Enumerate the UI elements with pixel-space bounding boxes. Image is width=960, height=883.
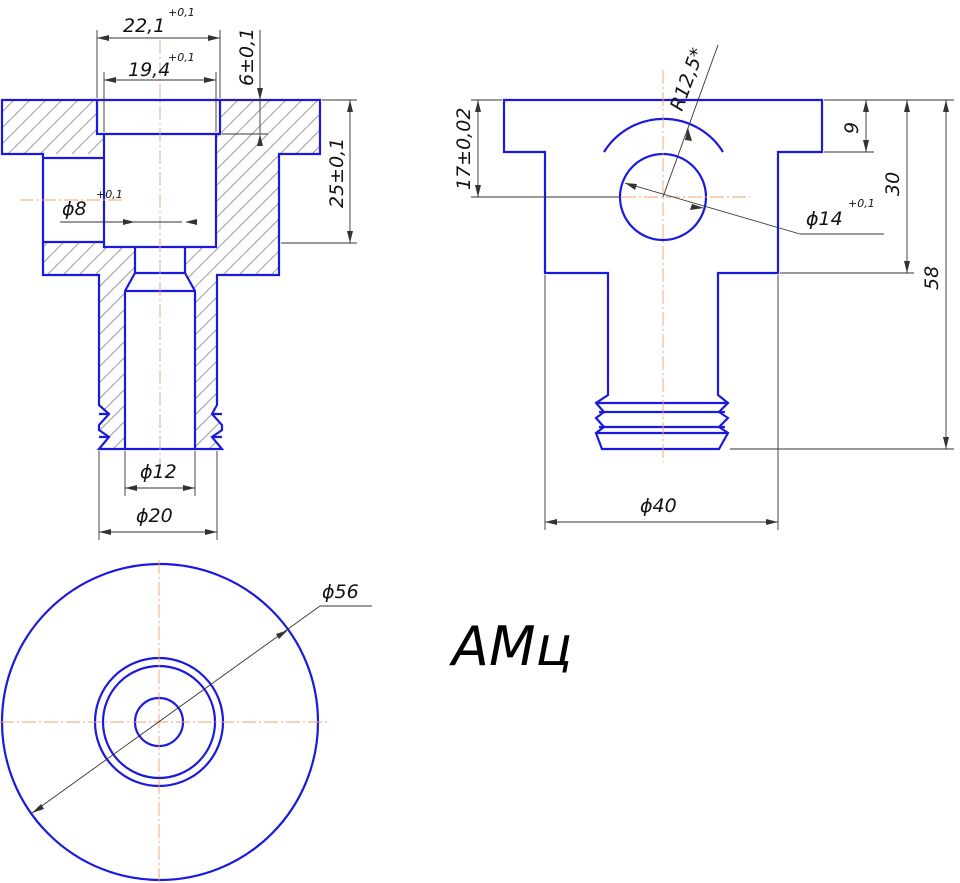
hatch-line [732, 0, 960, 470]
hatch-line [716, 0, 960, 470]
dim-58: 58 [921, 266, 943, 290]
dim-phi40: ϕ40 [640, 495, 677, 517]
hatch-line [572, 0, 960, 470]
hatch-line [187, 100, 320, 449]
dim-9: 9 [841, 122, 863, 134]
dim-phi12: ϕ12 [140, 461, 177, 483]
dim-r12-5: R12,5* [666, 45, 709, 114]
hatch-line [2, 100, 19, 449]
hatch-line [764, 0, 960, 470]
side-view [502, 70, 824, 462]
dim-22-1-tol: +0,1 [168, 6, 195, 19]
side-dimensions: 17±0,02 R12,5* ϕ14 +0,1 9 30 58 [453, 44, 954, 530]
hatch-line [684, 0, 960, 470]
hatch-line [780, 0, 960, 470]
dim-19-4-tol: +0,1 [168, 51, 195, 64]
hatch-line [27, 100, 320, 449]
hatch-line [235, 100, 320, 449]
hatch-line [812, 0, 960, 470]
plan-view: ϕ56 [0, 560, 372, 883]
hatch-line [796, 0, 960, 470]
dim-phi20: ϕ20 [136, 505, 173, 527]
dim-6: 6±0,1 [236, 28, 258, 86]
dim-19-4: 19,4 [128, 59, 170, 81]
dim-phi8: ϕ8 [62, 198, 87, 220]
hatch-line [364, 0, 834, 470]
threads-left [99, 412, 109, 439]
hatch-line [2, 100, 35, 449]
dim-phi14-tol: +0,1 [848, 197, 875, 210]
material-label: АМц [449, 615, 572, 678]
section-dimensions: 22,1 +0,1 19,4 +0,1 6±0,1 25±0,1 ϕ8 +0,1 [60, 6, 357, 540]
hatch-line [860, 0, 960, 470]
hatch-line [267, 100, 320, 449]
hatch-line [844, 0, 960, 470]
side-arc [603, 117, 724, 153]
side-hole [43, 156, 104, 244]
hatch-line [396, 0, 866, 470]
hatch-line [524, 0, 960, 470]
hatch-line [876, 0, 960, 470]
hatch-line [332, 0, 802, 470]
hatch-line [2, 100, 3, 449]
side-threads [596, 401, 728, 435]
hatch-line [155, 100, 320, 449]
dim-30: 30 [882, 172, 904, 196]
hatch-line [748, 0, 960, 470]
threads-right [212, 412, 222, 439]
dim-22-1: 22,1 [123, 15, 165, 37]
dim-phi14: ϕ14 [806, 208, 843, 230]
dim-17: 17±0,02 [453, 108, 475, 190]
dim-phi56: ϕ56 [322, 581, 359, 603]
hatch-line [508, 0, 960, 470]
dim-phi8-tol: +0,1 [96, 188, 123, 201]
hatch-line [123, 100, 320, 449]
hatch-line [668, 0, 960, 470]
side-outline [502, 98, 824, 451]
hatch-line [348, 0, 818, 470]
top-recess [95, 100, 222, 136]
hatch-line [556, 0, 960, 470]
hatch-line [315, 100, 320, 449]
hatch-line [412, 0, 882, 470]
hatch-line [380, 0, 850, 470]
hatch-line [620, 0, 960, 470]
hatch-line [251, 100, 320, 449]
hatch-line [492, 0, 960, 470]
hatch-line [203, 100, 320, 449]
hatch-line [700, 0, 960, 470]
hatch-line [476, 0, 946, 470]
section-outline [0, 98, 322, 451]
dim-25: 25±0,1 [326, 138, 348, 208]
bore [123, 247, 197, 449]
hatch-line [892, 0, 960, 470]
hatch-line [828, 0, 960, 470]
hatch-line [219, 100, 320, 449]
